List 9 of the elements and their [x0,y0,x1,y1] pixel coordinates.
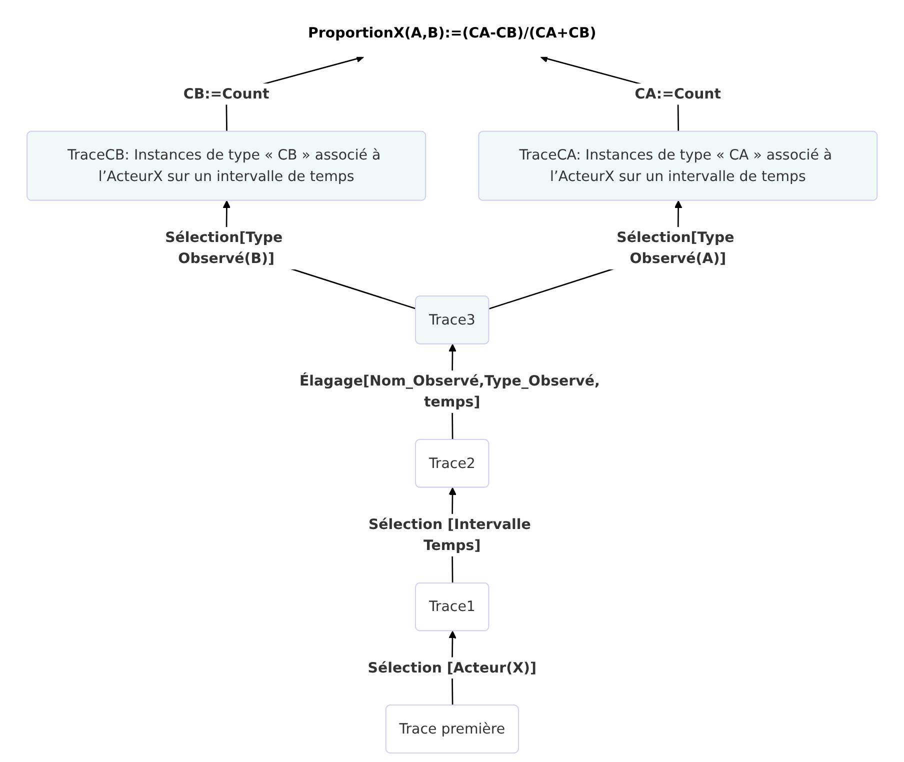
flowchart: ProportionX(A,B):=(CA-CB)/(CA+CB) CB:=Count CA:=Count TraceCB: Instances de type « CB » associé à l’ActeurX sur un intervalle de temps TraceCA: Instances de type « CA » associé à l’ActeurX sur un intervalle de temps Sélection[Type Observé(B)] Sélection[Type Observé(A)] Trace3 Élagage[Nom_Observé,Type_Observé, temps] Trace2 Sélection [Intervalle Temps] Trace1 Sélection [Acteur(X)] Trace première [20,2,884,760]
edge-label: Sélection [Intervalle Temps] [368,516,531,554]
edge-label: Sélection[Type Observé(A)] [616,228,734,267]
edge-label: CB:=Count [183,85,270,102]
edge-label: CA:=Count [634,85,721,102]
edge-label: Élagage[Nom_Observé,Type_Observé, temps] [299,372,600,410]
edge-label: Sélection [Acteur(X)] [368,659,536,676]
node-text: ProportionX(A,B):=(CA-CB)/(CA+CB) [308,24,596,41]
edge-label: Sélection[Type Observé(B)] [164,228,283,267]
